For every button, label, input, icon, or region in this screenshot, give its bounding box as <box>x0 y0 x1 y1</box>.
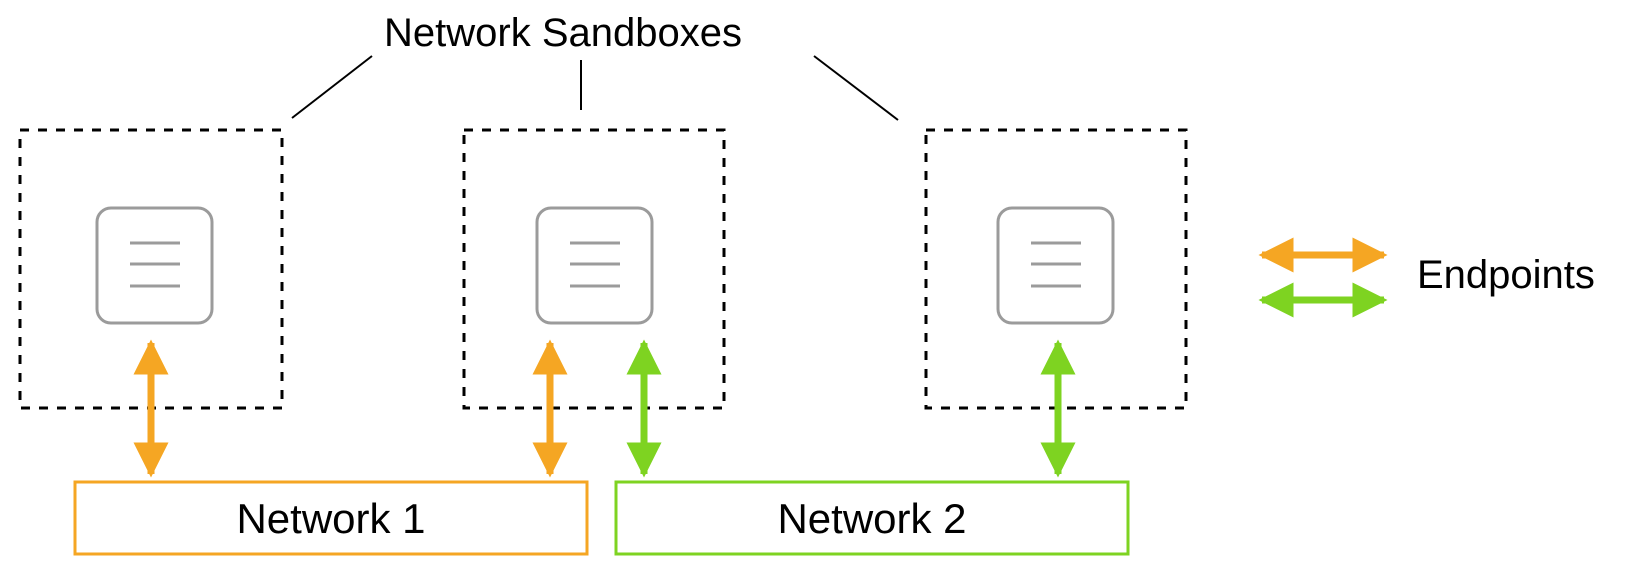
sandbox-border <box>462 128 726 410</box>
network-box <box>614 480 1130 556</box>
container-icon <box>535 206 654 325</box>
container-icon <box>95 206 214 325</box>
sandbox-3 <box>924 128 1188 410</box>
network-label: Network 1 <box>236 495 425 542</box>
network-2: Network 2 <box>614 480 1130 556</box>
network-box <box>73 480 589 556</box>
sandbox-2 <box>462 128 726 410</box>
callout-line-left <box>291 55 373 119</box>
legend: Endpoints <box>1258 237 1595 318</box>
callout-line-right <box>813 55 899 121</box>
legend-label: Endpoints <box>1417 253 1595 297</box>
diagram-title: Network Sandboxes <box>384 11 742 55</box>
container-icon <box>996 206 1115 325</box>
network-1: Network 1 <box>73 480 589 556</box>
network-label: Network 2 <box>777 495 966 542</box>
